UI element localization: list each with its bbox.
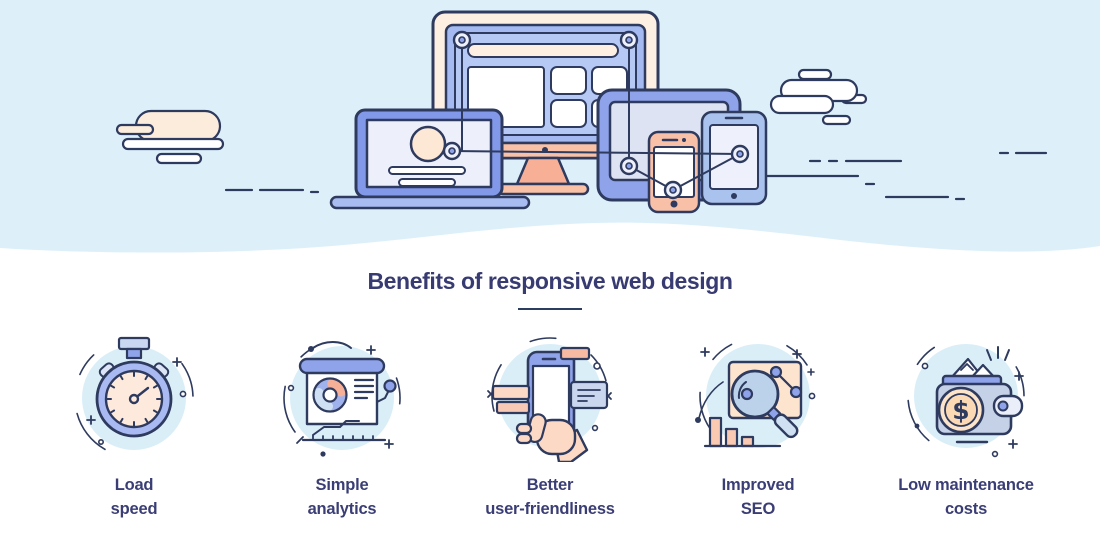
- ground-lines: [224, 151, 1048, 201]
- benefit-label: Low maintenance costs: [898, 474, 1034, 522]
- page-title: Benefits of responsive web design: [367, 268, 733, 294]
- benefit-label-line: Low maintenance: [898, 476, 1034, 494]
- benefit-label-line: costs: [944, 499, 988, 518]
- benefit-label-line: Load: [114, 476, 154, 494]
- benefit-label: Improved SEO: [722, 474, 795, 522]
- seo-magnifier-icon: [683, 332, 833, 462]
- benefit-label-line: Improved: [721, 476, 795, 494]
- connection-nodes: [442, 30, 750, 200]
- benefit-label: Load speed: [111, 474, 158, 522]
- benefit-label-line: SEO: [740, 499, 776, 518]
- hero-illustration: [0, 0, 1100, 260]
- benefit-label-line: Simple: [315, 476, 369, 494]
- smartphone-icon: [647, 130, 701, 214]
- benefit-label-line: Better: [526, 476, 574, 494]
- laptop-icon: [329, 108, 531, 210]
- benefit-item-low-maintenance: $ Low maintenance costs: [862, 332, 1070, 522]
- benefit-item-improved-seo: Improved SEO: [654, 332, 862, 522]
- dollar-sign: $: [952, 396, 969, 425]
- cloud-left-icon: [115, 109, 225, 165]
- benefit-item-simple-analytics: Simple analytics: [238, 332, 446, 522]
- phone-in-hand-icon: [475, 332, 625, 462]
- benefits-row: Load speed: [0, 332, 1100, 522]
- responsive-devices-illustration: [0, 0, 1100, 253]
- benefit-item-load-speed: Load speed: [30, 332, 238, 522]
- cloud-right-icon: [769, 68, 868, 126]
- benefit-label: Better user-friendliness: [485, 474, 615, 522]
- benefit-label-line: user-friendliness: [485, 499, 615, 518]
- benefit-item-user-friendliness: Better user-friendliness: [446, 332, 654, 522]
- benefit-label: Simple analytics: [308, 474, 377, 522]
- benefit-label-line: analytics: [307, 499, 377, 518]
- title-underline: [518, 308, 582, 310]
- stopwatch-icon: [59, 332, 209, 462]
- analytics-presentation-icon: [267, 332, 417, 462]
- benefit-label-line: speed: [110, 499, 158, 518]
- connection-lines: [451, 39, 741, 191]
- wallet-money-icon: $: [891, 332, 1041, 462]
